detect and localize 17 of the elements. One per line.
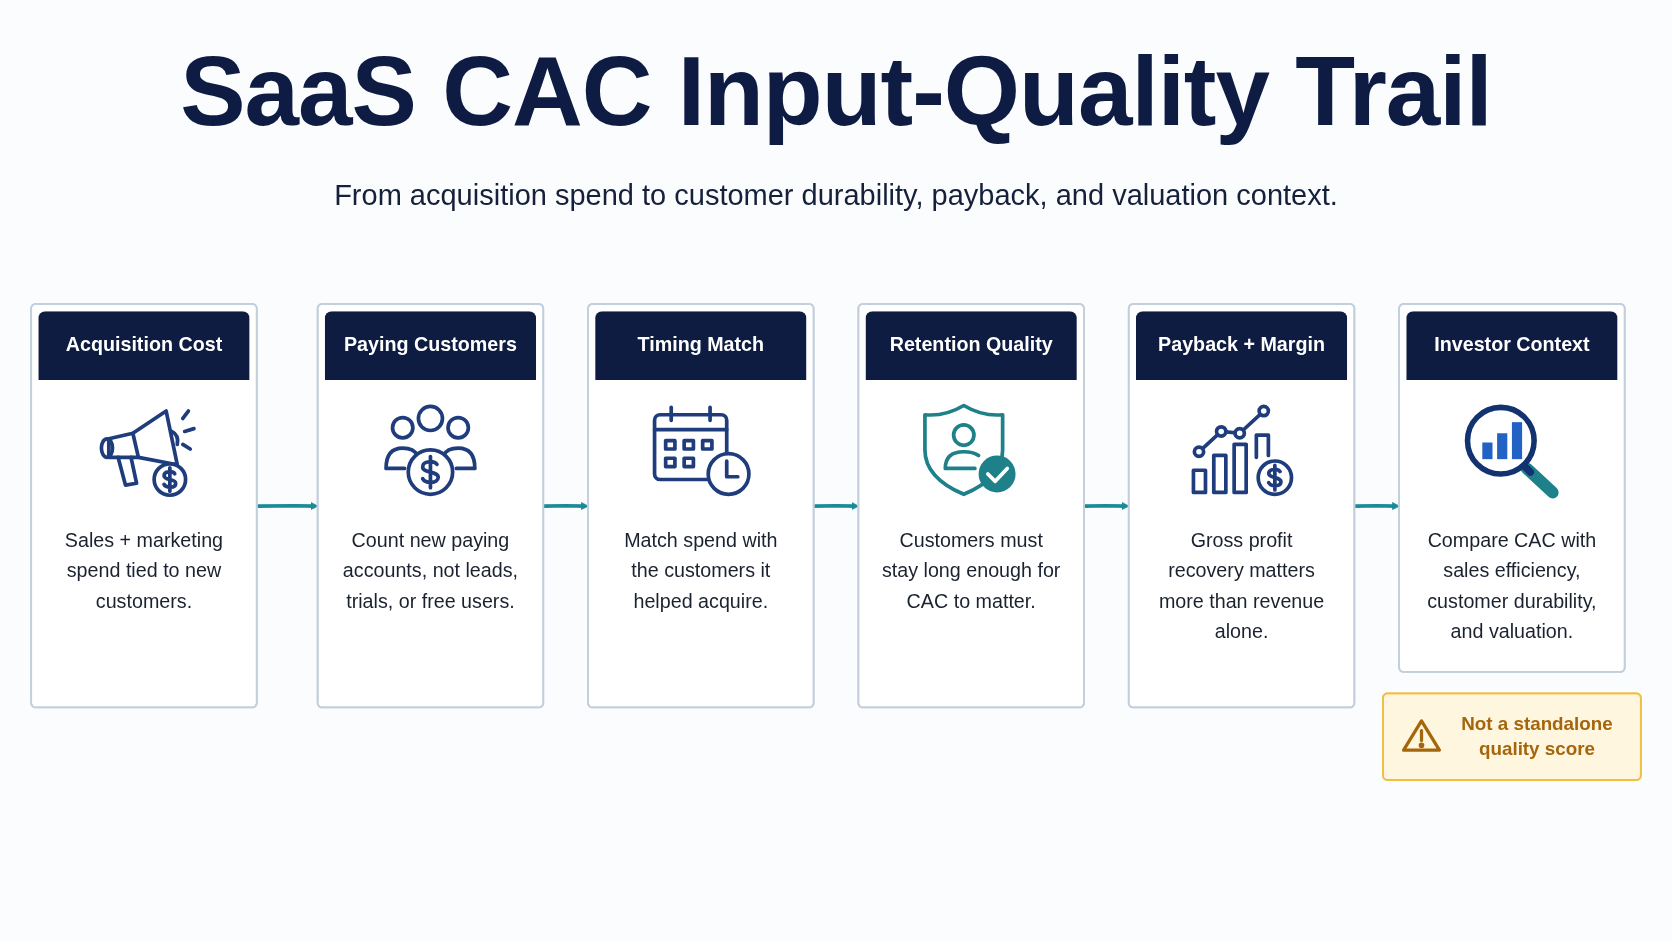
warning-text: Not a standalone quality score (1460, 712, 1614, 762)
step-heading: Retention Quality (865, 311, 1077, 380)
arrow (1354, 502, 1400, 510)
step-description: Sales + marketing spend tied to new customers. (63, 527, 225, 614)
step-heading: Timing Match (595, 311, 807, 380)
arrow (543, 502, 589, 510)
step-heading: Paying Customers (324, 311, 537, 380)
step-heading: Payback + Margin (1135, 311, 1348, 380)
step-description: Count new paying accounts, not leads, trials, or free users. (341, 527, 520, 614)
step-description: Match spend with the customers it helped acquire. (623, 527, 779, 614)
step-description: Gross profit recovery matters more than revenue alone. (1157, 527, 1326, 645)
step-heading: Investor Context (1406, 311, 1618, 380)
step-description: Compare CAC with sales efficiency, customer durability, and valuation. (1426, 527, 1598, 645)
title: SaaS CAC Input-Quality Trail (180, 40, 1492, 143)
subtitle: From acquisition spend to customer durability, payback, and valuation context. (334, 178, 1338, 213)
step-heading: Acquisition Cost (38, 311, 250, 380)
step-description: Customers must stay long enough for CAC to matter. (880, 527, 1062, 614)
